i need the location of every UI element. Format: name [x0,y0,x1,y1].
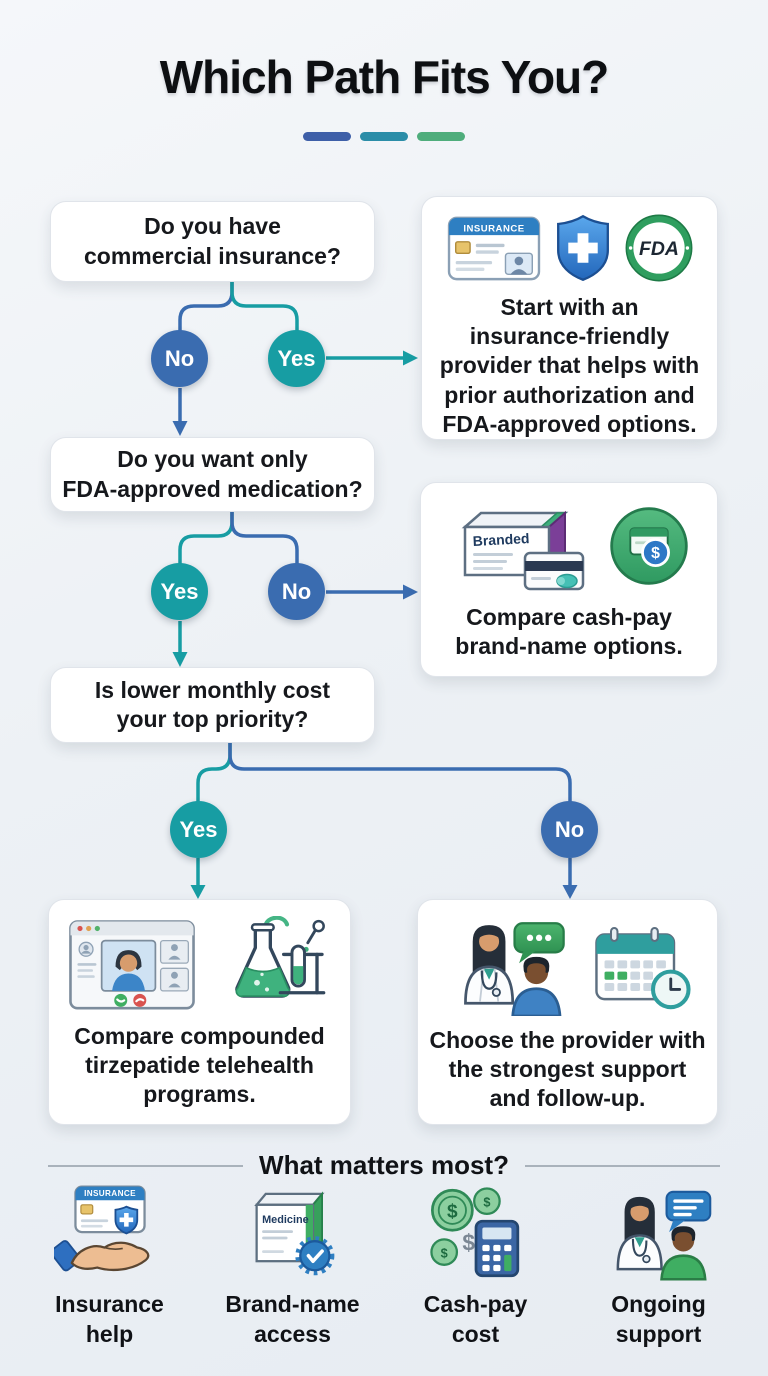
lab-flask-icon [235,916,326,998]
title-divider [0,132,768,141]
arrowhead-yes2 [172,652,188,667]
medicine-box-label: Medicine [262,1214,309,1226]
outcome-icons: Branded $ [447,499,691,593]
question-text: Do you have commercial insurance? [84,213,341,269]
arrowhead-no2 [403,584,418,600]
credit-card-icon [523,551,585,591]
connector-q3-no [228,741,572,803]
cash-payment-icon: $ [610,507,688,585]
arrowhead-no3 [562,885,578,899]
doctor-chat-support-icon [616,1190,711,1281]
divider-dash-blue [303,132,351,141]
outcome-icons [440,916,695,1016]
branch-yes-circle: Yes [268,330,325,387]
branch-label: No [164,345,195,371]
legend-heading-text: What matters most? [259,1150,509,1180]
insurance-card-label: INSURANCE [463,223,524,234]
connector-q2-yes [178,510,234,566]
insurance-card-label: INSURANCE [84,1189,136,1198]
arrowhead-yes3 [190,885,206,899]
question-commercial-insurance: Do you have commercial insurance? [50,201,375,282]
outcome-text: Choose the provider with the strongest s… [429,1027,706,1112]
branch-yes-circle: Yes [151,563,208,620]
svg-text:$: $ [447,1202,458,1223]
outcome-text: Compare cash-pay brand-name options. [455,604,683,660]
legend-item-ongoing-support: Ongoing support [567,1182,750,1350]
svg-text:$: $ [651,545,660,562]
telehealth-video-call-icon [69,920,195,1010]
question-fda-only: Do you want only FDA-approved medication… [50,437,375,512]
branch-yes-circle: Yes [170,801,227,858]
question-text: Is lower monthly cost your top priority? [94,676,331,732]
page-title: Which Path Fits You? [159,51,610,103]
branded-medication-box-icon: Branded [461,510,585,591]
branch-label: No [554,816,585,842]
legend-row: INSURANCE Insurance help [18,1182,750,1350]
coins-calculator-icon: $ $ $ $ [429,1187,519,1278]
svg-text:$: $ [440,1246,447,1261]
outcome-insurance-path: INSURANCE FDA [421,196,718,440]
legend-heading: What matters most? [48,1150,721,1181]
outcome-support-path: Choose the provider with the strongest s… [417,899,718,1125]
divider-dash-green [417,132,465,141]
doctor-patient-chat-icon [464,922,565,1016]
branch-no-circle: No [151,330,208,387]
outcome-compounded-path: Compare compounded tirzepatide telehealt… [48,899,351,1125]
legend-item-brand-name-access: Medicine Brand-name access [201,1182,384,1350]
branded-box-label: Branded [472,530,530,549]
medical-shield-icon [556,214,609,282]
branch-no-circle: No [541,801,598,858]
branch-label: No [281,578,312,604]
legend-label: Ongoing support [611,1291,706,1347]
fda-badge-label: FDA [639,238,679,260]
fda-approved-badge-icon: FDA [625,214,692,282]
outcome-icons [67,916,332,1012]
branch-label: Yes [160,578,199,604]
legend-label: Cash-pay cost [423,1291,528,1347]
outcome-text: Start with an insurance-friendly provide… [439,294,700,437]
legend-item-cash-pay-cost: $ $ $ $ Cash-pay cost [384,1182,567,1350]
connector-q2-no [230,510,299,566]
divider-dash-teal [360,132,408,141]
arrowhead-no1 [172,421,188,436]
connector-q3-yes [196,741,232,803]
branch-label: Yes [277,345,316,371]
insurance-card-icon: INSURANCE [447,216,540,280]
legend-item-insurance-help: INSURANCE Insurance help [18,1182,201,1350]
outcome-icons: INSURANCE FDA [446,213,694,283]
heading-line-left [48,1164,244,1167]
connector-q1-yes [230,280,299,333]
branch-no-circle: No [268,563,325,620]
outcome-brand-path: Branded $ [420,482,718,677]
connector-q1-no [178,280,234,333]
branch-label: Yes [179,816,218,842]
insurance-hand-icon: INSURANCE [53,1185,149,1272]
svg-text:$: $ [462,1229,475,1255]
arrowhead-yes1 [403,350,418,366]
calendar-clock-icon [595,927,691,1010]
outcome-text: Compare compounded tirzepatide telehealt… [74,1023,325,1108]
svg-text:$: $ [483,1195,490,1210]
legend-label: Brand-name access [225,1291,360,1347]
legend-label: Insurance help [55,1291,164,1347]
medicine-box-check-icon: Medicine [253,1191,334,1276]
question-text: Do you want only FDA-approved medication… [62,446,363,502]
question-lower-cost: Is lower monthly cost your top priority? [50,667,375,743]
heading-line-right [524,1164,721,1167]
